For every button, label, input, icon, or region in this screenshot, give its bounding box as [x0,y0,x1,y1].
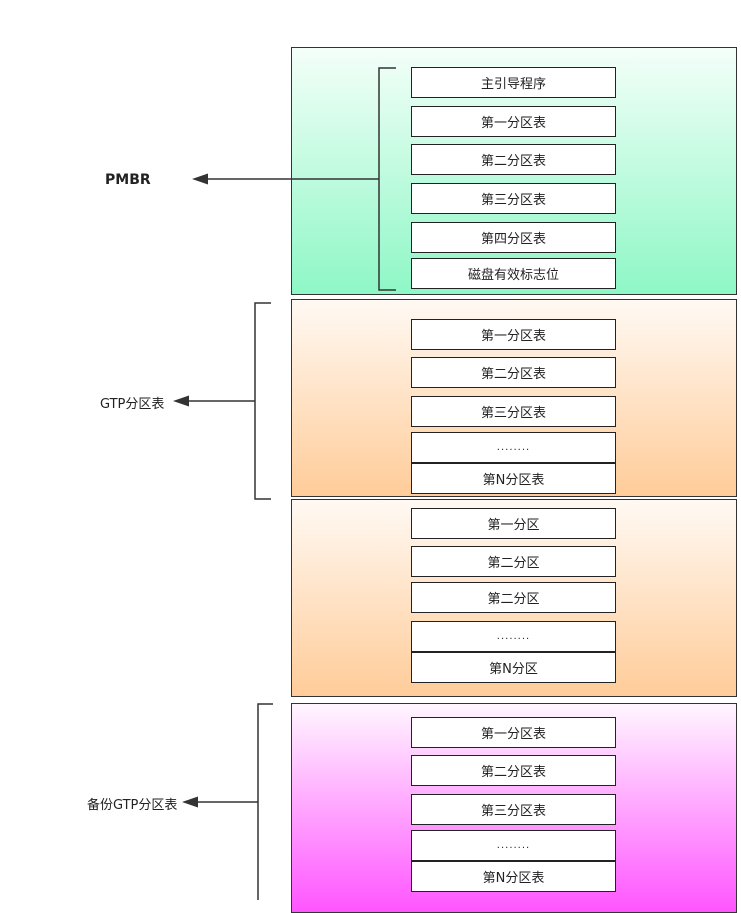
backup-gpt-label: 备份GTP分区表 [87,798,178,813]
backup-gpt-item-n: 第N分区表 [411,861,616,892]
pmbr-arrow-head [192,173,208,185]
pmbr-item-partition-4: 第四分区表 [411,222,616,253]
backup-gpt-item-1: 第一分区表 [411,717,616,748]
gpt-label: GTP分区表 [100,397,165,412]
gpt-item-ellipsis: ........ [411,432,616,463]
pmbr-item-boot-program: 主引导程序 [411,67,616,98]
partition-item-2: 第二分区 [411,546,616,577]
pmbr-item-partition-1: 第一分区表 [411,106,616,137]
pmbr-item-partition-2: 第二分区表 [411,144,616,175]
pmbr-item-disk-flag: 磁盘有效标志位 [411,258,616,289]
backup-gpt-item-ellipsis: ........ [411,830,616,861]
partition-item-n: 第N分区 [411,652,616,683]
gpt-arrow-head [173,395,189,407]
partition-item-ellipsis: ........ [411,621,616,652]
gpt-item-2: 第二分区表 [411,357,616,388]
pmbr-label: PMBR [105,172,151,188]
partition-item-1: 第一分区 [411,508,616,539]
backup-gpt-bracket [257,703,273,900]
gpt-item-3: 第三分区表 [411,396,616,427]
pmbr-item-partition-3: 第三分区表 [411,183,616,214]
backup-gpt-arrow-head [182,796,198,808]
gpt-item-n: 第N分区表 [411,463,616,494]
backup-gpt-item-2: 第二分区表 [411,755,616,786]
partition-item-3: 第二分区 [411,582,616,613]
backup-gpt-item-3: 第三分区表 [411,794,616,825]
gpt-bracket [254,302,271,500]
gpt-item-1: 第一分区表 [411,319,616,350]
